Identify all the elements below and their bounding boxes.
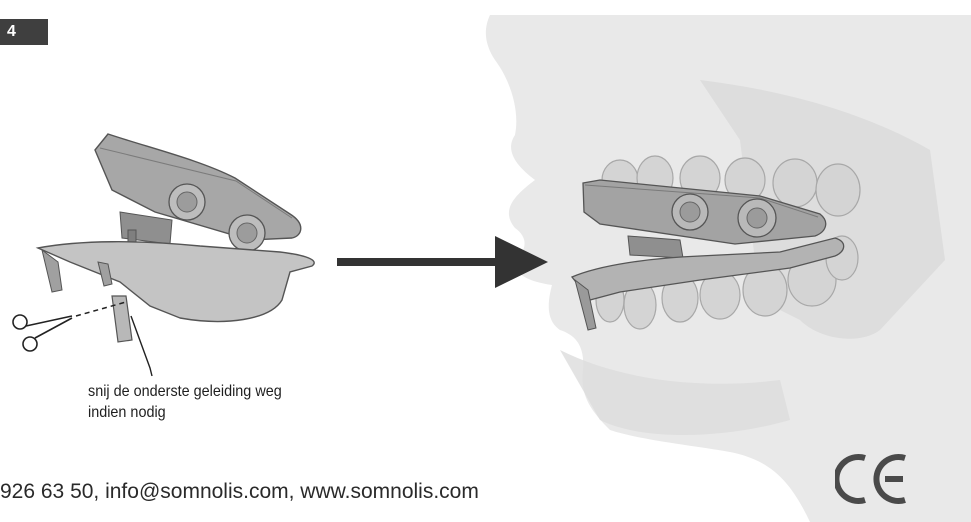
cut-instruction-caption: snij de onderste geleiding weg indien no… (88, 381, 340, 423)
caption-line-2: indien nodig (88, 402, 340, 423)
direction-arrow (337, 236, 548, 288)
device-standalone (38, 134, 314, 342)
caption-leader-line (131, 316, 152, 376)
contact-footer: 926 63 50, info@somnolis.com, www.somnol… (0, 480, 479, 504)
caption-line-1: snij de onderste geleiding weg (88, 381, 340, 402)
step-number-badge: 4 (0, 19, 48, 45)
ce-mark-icon: CE (835, 452, 911, 506)
scissors-icon (13, 315, 72, 351)
